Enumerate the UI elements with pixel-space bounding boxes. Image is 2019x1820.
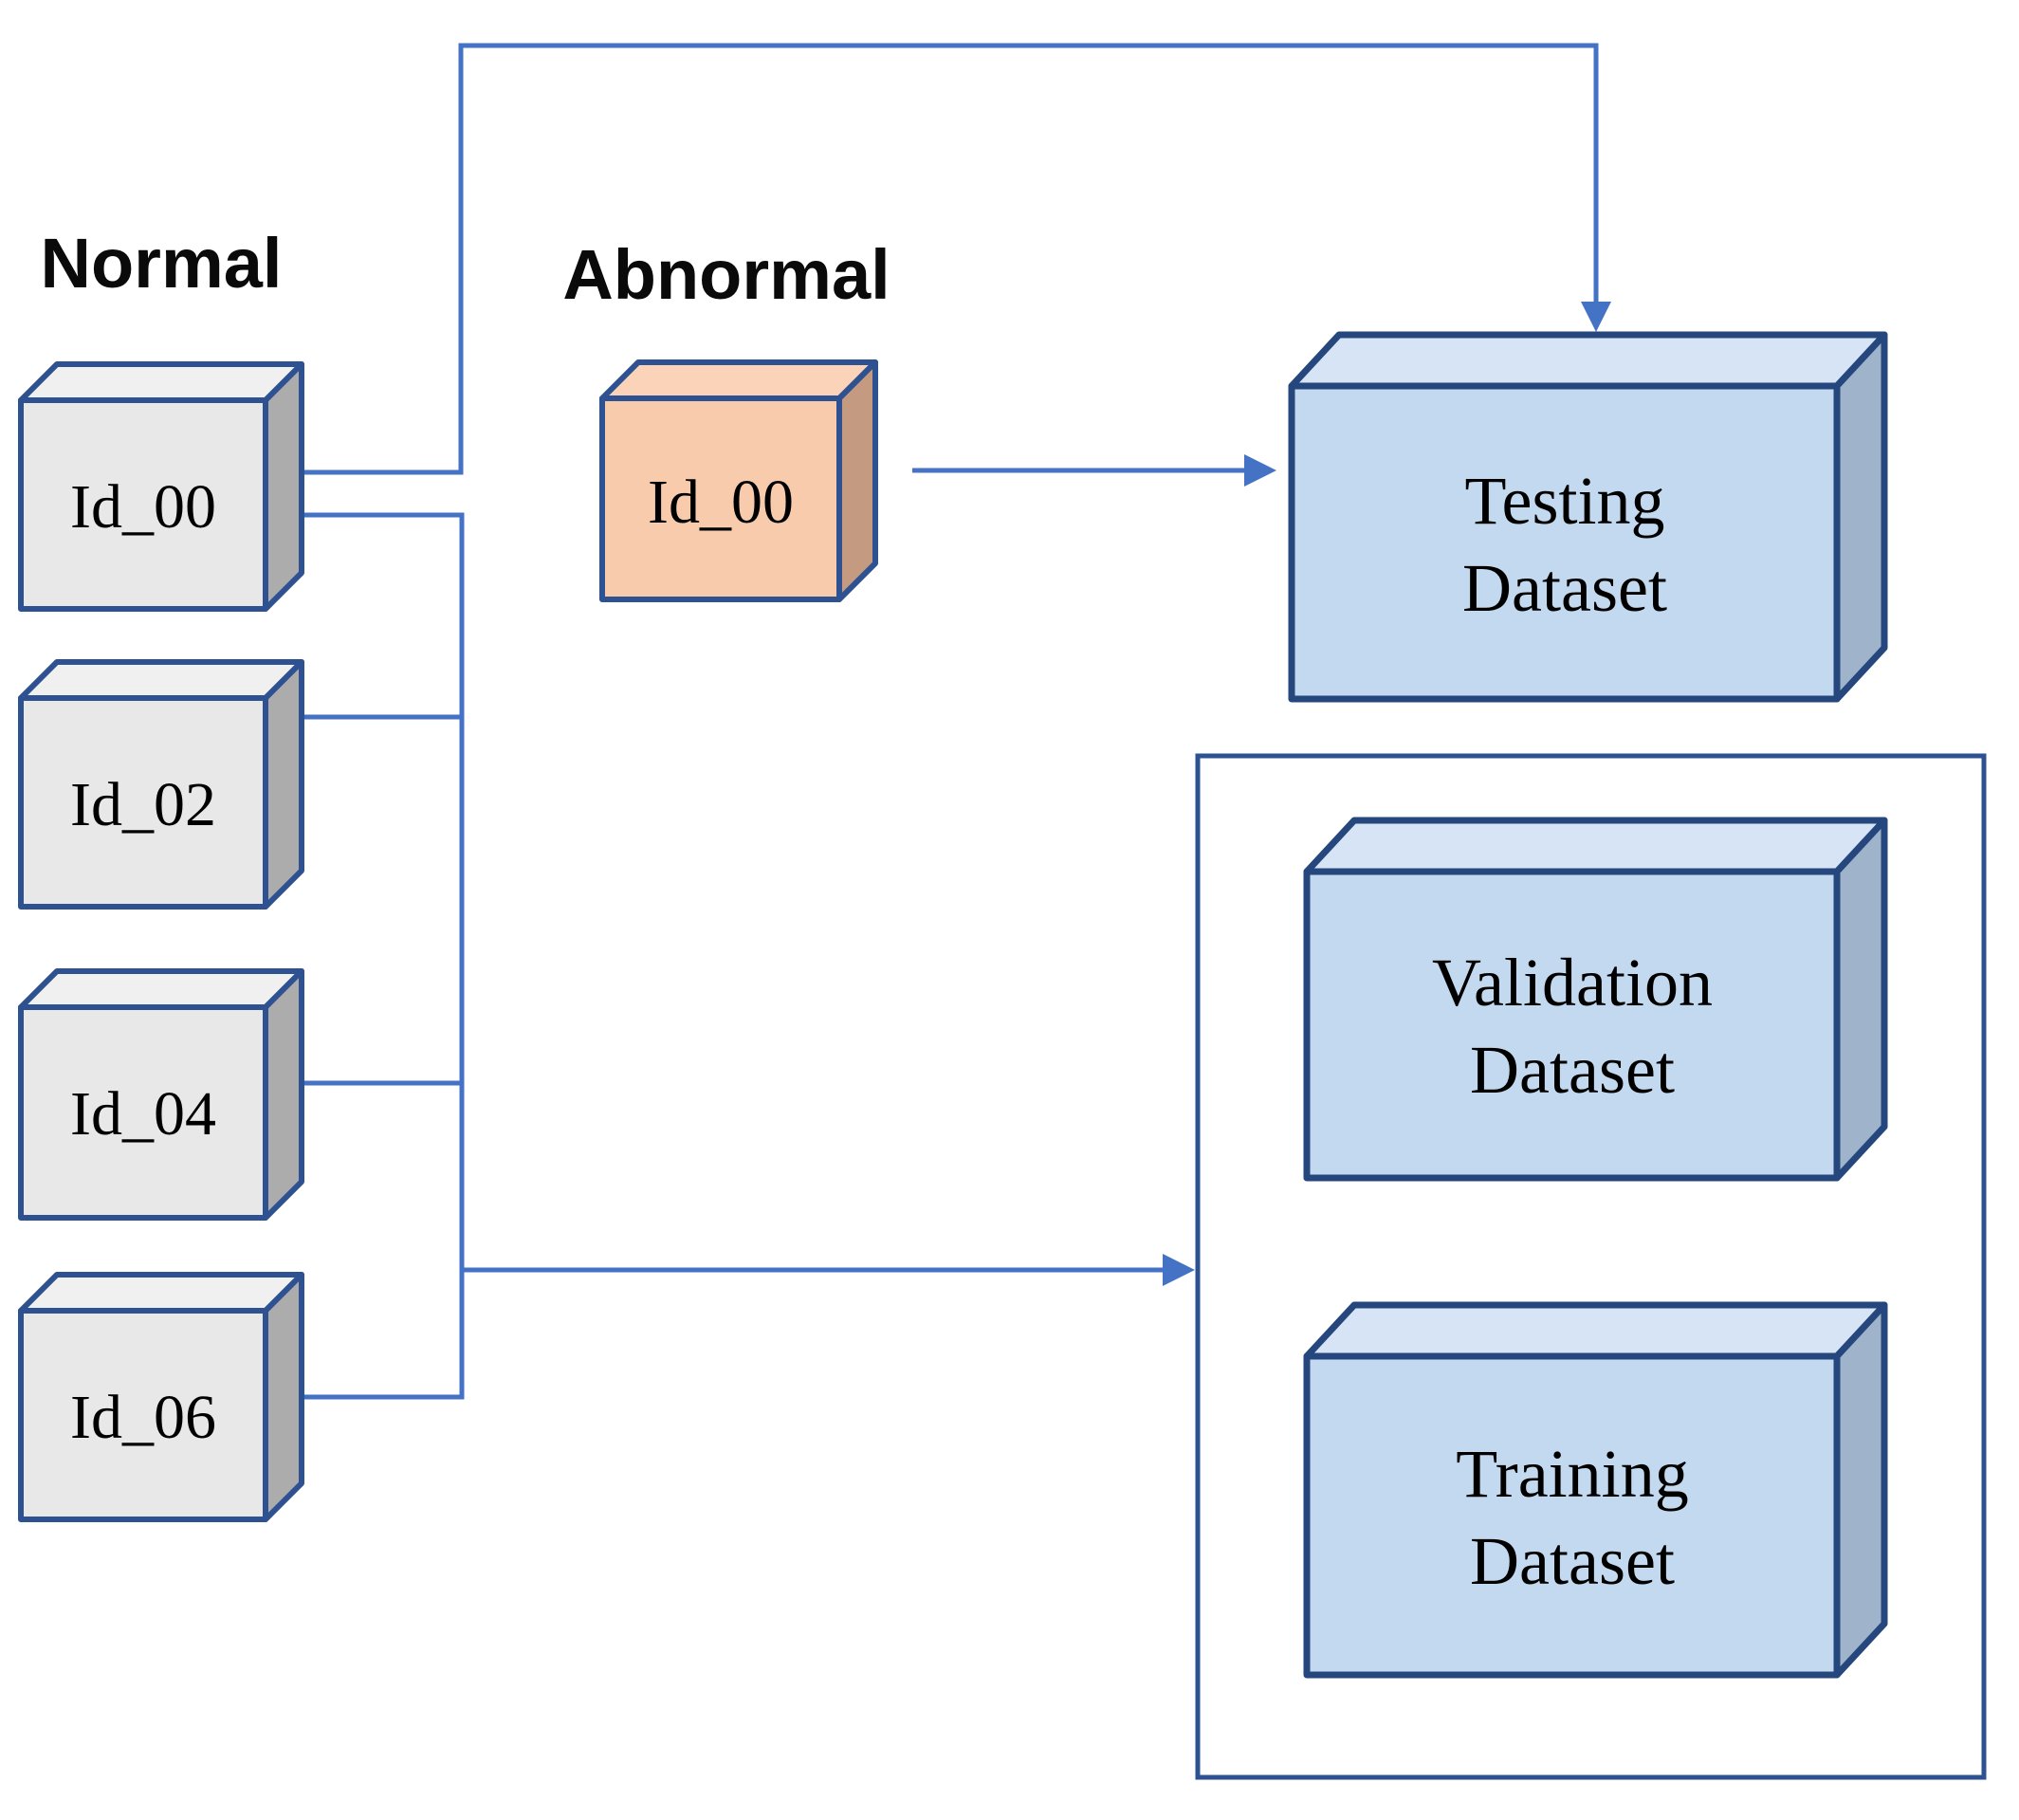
box-front-face (1303, 1352, 1841, 1679)
dataset-label-line1: Testing (1465, 463, 1665, 539)
box-top-face (1303, 817, 1888, 875)
connector-normal-to-testing (303, 43, 1599, 475)
box-front-face (18, 397, 268, 612)
box-front-face (1288, 382, 1841, 703)
box-label: Id_00 (70, 472, 216, 542)
box-side-face (263, 968, 304, 1221)
box-label: Id_06 (70, 1383, 216, 1452)
normal-box-id-04: Id_04 (18, 968, 304, 1221)
box-label: Id_02 (70, 770, 216, 839)
box-side-face (836, 359, 878, 602)
box-top-face (599, 359, 878, 401)
connector-collector-trunk (303, 512, 465, 1400)
arrowhead-right-testing (1244, 454, 1276, 487)
box-side-face (263, 361, 304, 612)
dataset-label-line1: Validation (1432, 945, 1713, 1020)
box-label: Id_04 (70, 1079, 216, 1149)
box-front-face (599, 395, 842, 602)
box-side-face (1833, 817, 1888, 1182)
box-side-face (263, 1272, 304, 1522)
normal-box-id-00: Id_00 (18, 361, 304, 612)
box-side-face (1833, 331, 1888, 703)
box-label: Id_00 (648, 468, 794, 537)
box-top-face (18, 1272, 304, 1314)
training-dataset-box: Training Dataset (1303, 1301, 1888, 1679)
normal-box-id-06: Id_06 (18, 1272, 304, 1522)
box-top-face (18, 659, 304, 701)
box-front-face (18, 1308, 268, 1522)
validation-dataset-box: Validation Dataset (1303, 817, 1888, 1182)
dataset-label-line2: Dataset (1462, 550, 1667, 626)
connectors (303, 43, 1611, 1400)
arrowhead-down-testing (1581, 302, 1611, 332)
box-top-face (1303, 1301, 1888, 1360)
box-side-face (1833, 1301, 1888, 1679)
normal-box-id-02: Id_02 (18, 659, 304, 910)
box-front-face (18, 695, 268, 910)
testing-dataset-box: Testing Dataset (1288, 331, 1888, 703)
dataset-label-line1: Training (1456, 1436, 1688, 1512)
dataset-label-line2: Dataset (1470, 1032, 1675, 1108)
arrowhead-right-group (1163, 1254, 1195, 1286)
train-val-group-box (1195, 753, 1987, 1780)
box-front-face (18, 1004, 268, 1221)
box-top-face (18, 361, 304, 403)
dataset-label-line2: Dataset (1470, 1523, 1675, 1599)
abnormal-group-label: Abnormal (562, 235, 890, 314)
box-top-face (1288, 331, 1888, 390)
normal-group-label: Normal (41, 224, 283, 303)
abnormal-box-id-00: Id_00 (599, 359, 878, 602)
box-front-face (1303, 868, 1841, 1182)
box-side-face (263, 659, 304, 910)
box-top-face (18, 968, 304, 1010)
